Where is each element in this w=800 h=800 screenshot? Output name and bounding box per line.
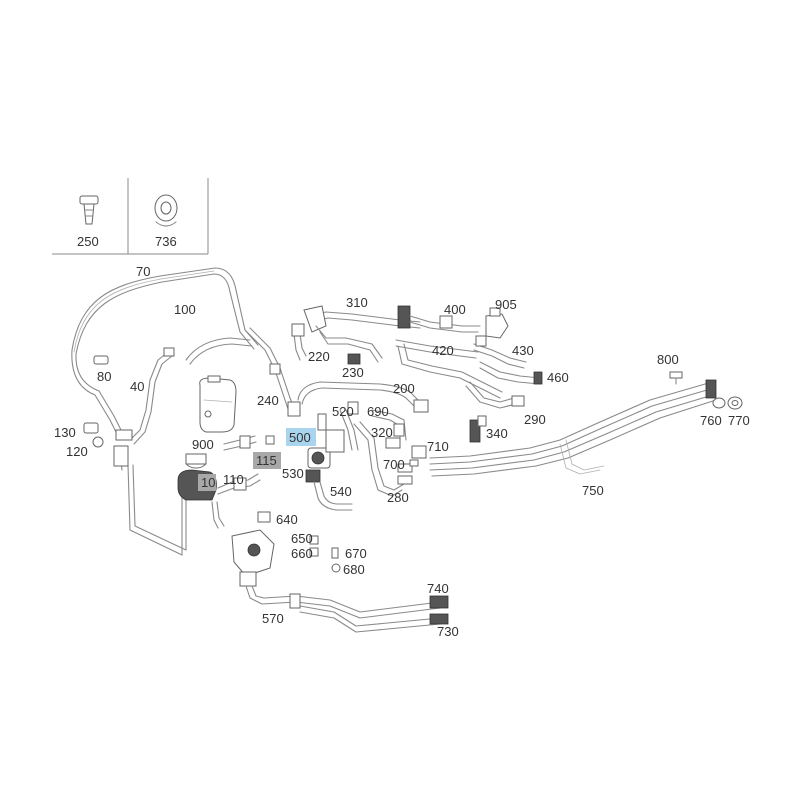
label-200[interactable]: 200 [393,381,415,396]
fitting-640[interactable] [257,511,271,523]
hose-200[interactable] [297,381,429,413]
label-770[interactable]: 770 [728,413,750,428]
fitting-680[interactable] [331,563,341,573]
fitting-650[interactable] [309,535,319,545]
label-905[interactable]: 905 [495,297,517,312]
hose-40[interactable] [129,347,175,445]
label-460[interactable]: 460 [547,370,569,385]
fitting-130[interactable] [83,422,99,434]
label-70[interactable]: 70 [136,264,150,279]
highlight-500 [286,428,316,446]
hose-280[interactable] [353,421,405,497]
hose-100-branch[interactable] [185,337,253,365]
fitting-700[interactable] [397,463,413,485]
hose-900[interactable] [223,435,257,451]
label-340[interactable]: 340 [486,426,508,441]
label-750[interactable]: 750 [582,483,604,498]
fitting-left[interactable] [113,429,133,467]
label-500[interactable]: 500 [289,430,311,445]
label-130[interactable]: 130 [54,425,76,440]
label-540[interactable]: 540 [330,484,352,499]
clip-250-icon[interactable] [79,195,99,225]
fitting-670[interactable] [331,547,339,559]
label-120[interactable]: 120 [66,444,88,459]
fitting-320[interactable] [385,423,405,449]
label-420[interactable]: 420 [432,343,454,358]
label-320[interactable]: 320 [371,425,393,440]
label-430[interactable]: 430 [512,343,534,358]
hose-70-100[interactable] [71,267,259,441]
hose-220[interactable] [291,323,307,361]
label-740[interactable]: 740 [427,581,449,596]
hose-540[interactable] [313,481,353,511]
label-736[interactable]: 736 [155,234,177,249]
reservoir-900[interactable] [199,375,237,433]
label-80[interactable]: 80 [97,369,111,384]
label-730[interactable]: 730 [437,624,459,639]
hose-430[interactable] [473,335,527,369]
label-710[interactable]: 710 [427,439,449,454]
label-660[interactable]: 660 [291,546,313,561]
block-570[interactable] [231,529,297,605]
highlight-115 [253,452,281,469]
label-100[interactable]: 100 [174,302,196,317]
label-520[interactable]: 520 [332,404,354,419]
label-670[interactable]: 670 [345,546,367,561]
grommet-736-icon[interactable] [154,194,178,227]
hose-400[interactable] [397,305,481,333]
label-570[interactable]: 570 [262,611,284,626]
label-800[interactable]: 800 [657,352,679,367]
highlight-10 [198,474,216,491]
ring-760-icon[interactable] [712,397,726,409]
fitting-230[interactable] [347,353,361,365]
label-690[interactable]: 690 [367,404,389,419]
label-230[interactable]: 230 [342,365,364,380]
fitting-905[interactable] [485,307,509,339]
label-10[interactable]: 10 [201,475,215,490]
label-700[interactable]: 700 [383,457,405,472]
label-900[interactable]: 900 [192,437,214,452]
ring-770-icon[interactable] [727,396,743,410]
label-240[interactable]: 240 [257,393,279,408]
label-290[interactable]: 290 [524,412,546,427]
valve-500[interactable] [305,413,345,483]
label-640[interactable]: 640 [276,512,298,527]
label-220[interactable]: 220 [308,349,330,364]
label-115[interactable]: 115 [256,453,277,468]
hose-240[interactable] [244,327,301,417]
fitting-660[interactable] [309,547,319,557]
label-530[interactable]: 530 [282,466,304,481]
hose-520[interactable] [339,401,359,451]
fitting-120[interactable] [92,436,104,448]
bolt-800-icon[interactable] [669,371,683,385]
frame-tubes [119,454,187,556]
hose-750[interactable] [429,379,717,477]
label-110[interactable]: 110 [223,472,244,487]
clamp-80[interactable] [93,355,109,365]
label-40[interactable]: 40 [130,379,144,394]
valve-340[interactable] [469,415,487,443]
label-760[interactable]: 760 [700,413,722,428]
label-250[interactable]: 250 [77,234,99,249]
label-650[interactable]: 650 [291,531,313,546]
hose-420[interactable] [395,339,503,399]
fitting-710[interactable] [409,445,427,467]
label-280[interactable]: 280 [387,490,409,505]
hose-110[interactable] [211,473,261,529]
inset-frame [52,178,209,255]
hose-740-730[interactable] [289,593,449,633]
label-680[interactable]: 680 [343,562,365,577]
hose-290[interactable] [465,381,525,409]
hose-460[interactable] [479,361,543,385]
label-400[interactable]: 400 [444,302,466,317]
label-310[interactable]: 310 [346,295,368,310]
